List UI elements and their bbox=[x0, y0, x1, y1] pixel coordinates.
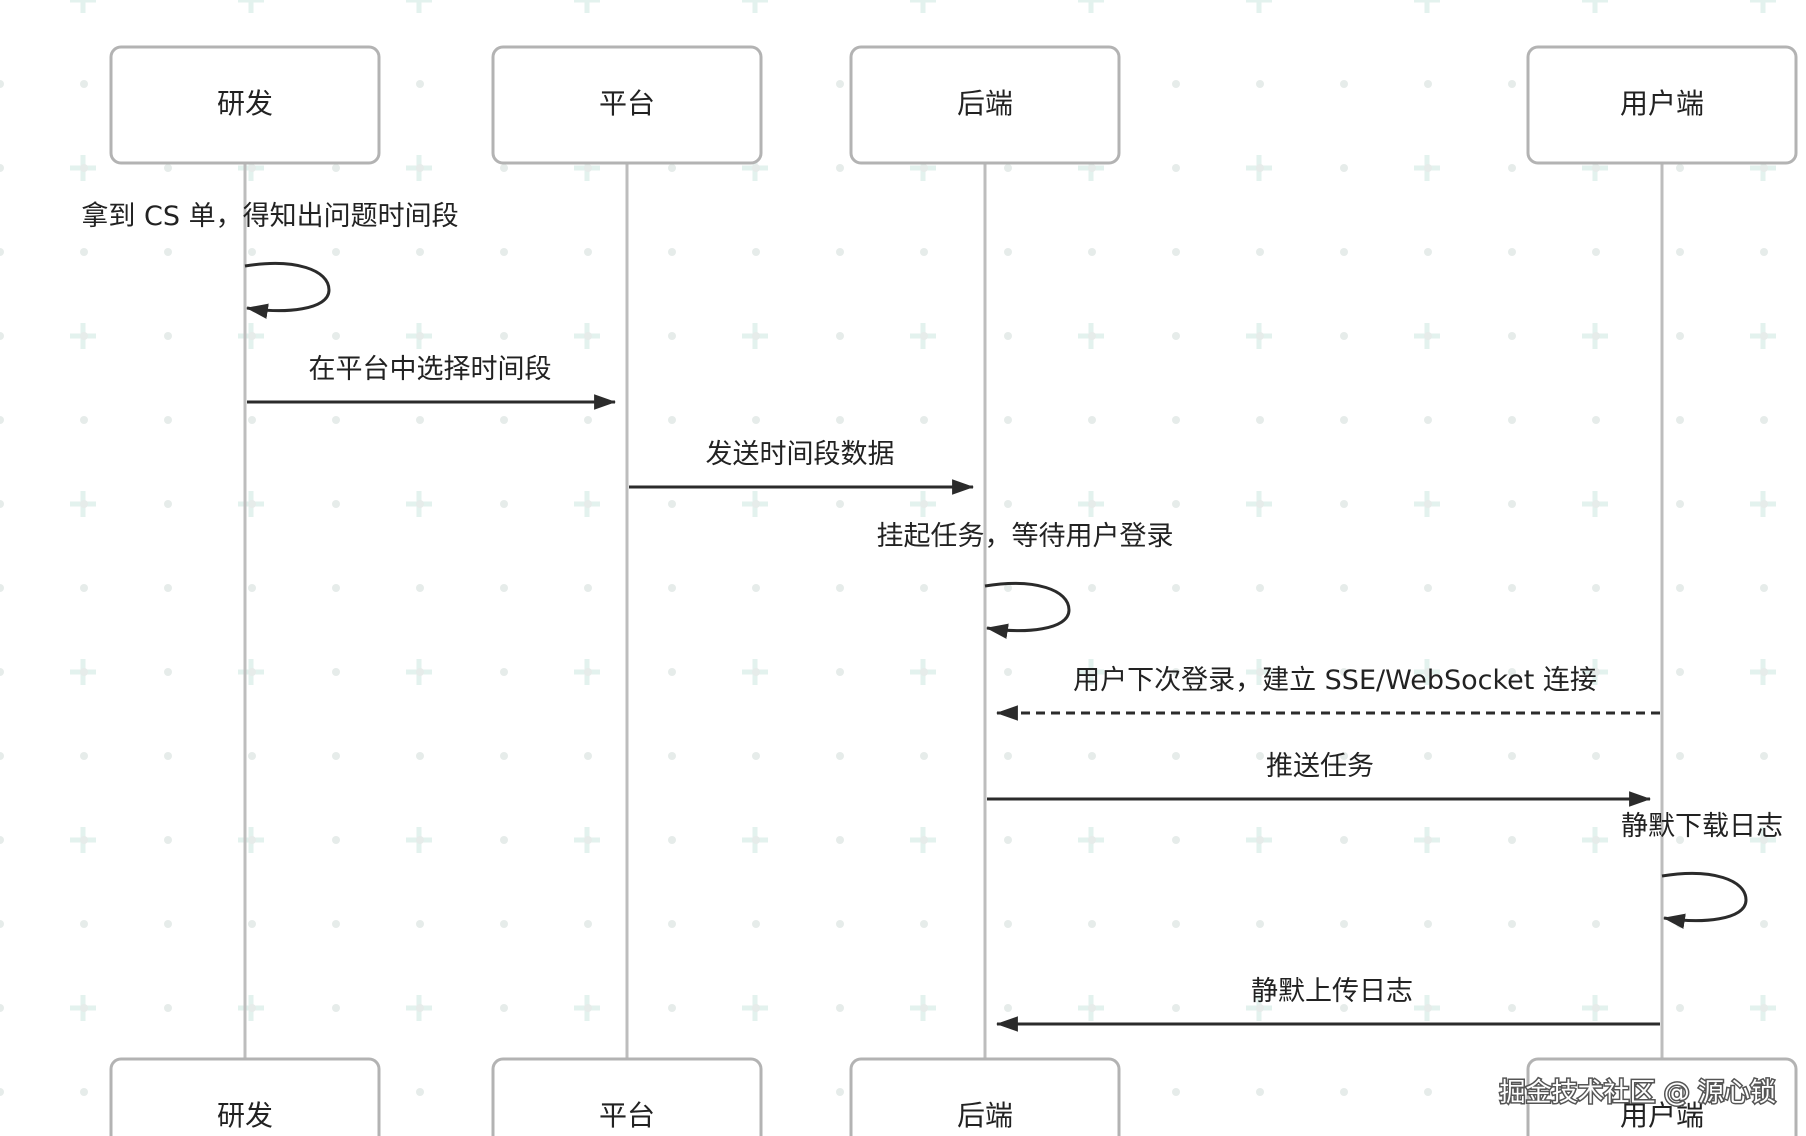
participant-box bbox=[491, 1057, 763, 1136]
message-label: 推送任务 bbox=[1266, 751, 1374, 782]
participant-box bbox=[1526, 45, 1798, 165]
message-label: 静默上传日志 bbox=[1251, 976, 1413, 1007]
participant-box bbox=[109, 1057, 381, 1136]
participant-dev-top: 研发 bbox=[109, 45, 381, 165]
message-8: 静默上传日志 bbox=[995, 976, 1660, 1032]
message-7: 静默下载日志 bbox=[1621, 811, 1783, 929]
message-label: 拿到 CS 单，得知出问题时间段 bbox=[81, 201, 458, 232]
participant-box bbox=[849, 45, 1121, 165]
participant-backend-top: 后端 bbox=[849, 45, 1121, 165]
participant-client-bottom: 用户端 bbox=[1526, 1057, 1798, 1136]
message-2: 在平台中选择时间段 bbox=[247, 354, 617, 410]
participant-label: 平台 bbox=[599, 1099, 655, 1132]
message-3: 发送时间段数据 bbox=[629, 439, 975, 495]
participant-label: 用户端 bbox=[1620, 1099, 1704, 1132]
self-loop-arrow bbox=[244, 262, 331, 319]
watermark-text: 掘金技术社区 @ 源心锁 bbox=[1499, 1078, 1776, 1108]
message-label: 用户下次登录，建立 SSE/WebSocket 连接 bbox=[1073, 665, 1597, 696]
message-5: 用户下次登录，建立 SSE/WebSocket 连接 bbox=[995, 665, 1660, 721]
participant-label: 后端 bbox=[957, 1099, 1013, 1132]
message-label: 发送时间段数据 bbox=[706, 439, 895, 470]
participant-dev-bottom: 研发 bbox=[109, 1057, 381, 1136]
message-6: 推送任务 bbox=[987, 751, 1652, 807]
participant-client-top: 用户端 bbox=[1526, 45, 1798, 165]
messages: 拿到 CS 单，得知出问题时间段在平台中选择时间段发送时间段数据挂起任务，等待用… bbox=[81, 201, 1783, 1032]
self-loop-arrow bbox=[1661, 872, 1748, 929]
participant-label: 研发 bbox=[217, 1099, 273, 1132]
participant-box bbox=[849, 1057, 1121, 1136]
participant-platform-bottom: 平台 bbox=[491, 1057, 763, 1136]
participant-label: 平台 bbox=[599, 87, 655, 120]
message-label: 挂起任务，等待用户登录 bbox=[877, 521, 1174, 552]
participant-box bbox=[1526, 1057, 1798, 1136]
message-1: 拿到 CS 单，得知出问题时间段 bbox=[81, 201, 459, 319]
participant-platform-top: 平台 bbox=[491, 45, 763, 165]
self-loop-arrow bbox=[984, 582, 1071, 639]
participant-backend-bottom: 后端 bbox=[849, 1057, 1121, 1136]
message-label: 在平台中选择时间段 bbox=[309, 354, 552, 385]
participant-label: 用户端 bbox=[1620, 87, 1704, 120]
participant-label: 后端 bbox=[957, 87, 1013, 120]
message-4: 挂起任务，等待用户登录 bbox=[877, 521, 1174, 639]
participant-box bbox=[109, 45, 381, 165]
message-label: 静默下载日志 bbox=[1621, 811, 1783, 842]
lifelines bbox=[243, 163, 1664, 1059]
participant-box bbox=[491, 45, 763, 165]
participant-label: 研发 bbox=[217, 87, 273, 120]
